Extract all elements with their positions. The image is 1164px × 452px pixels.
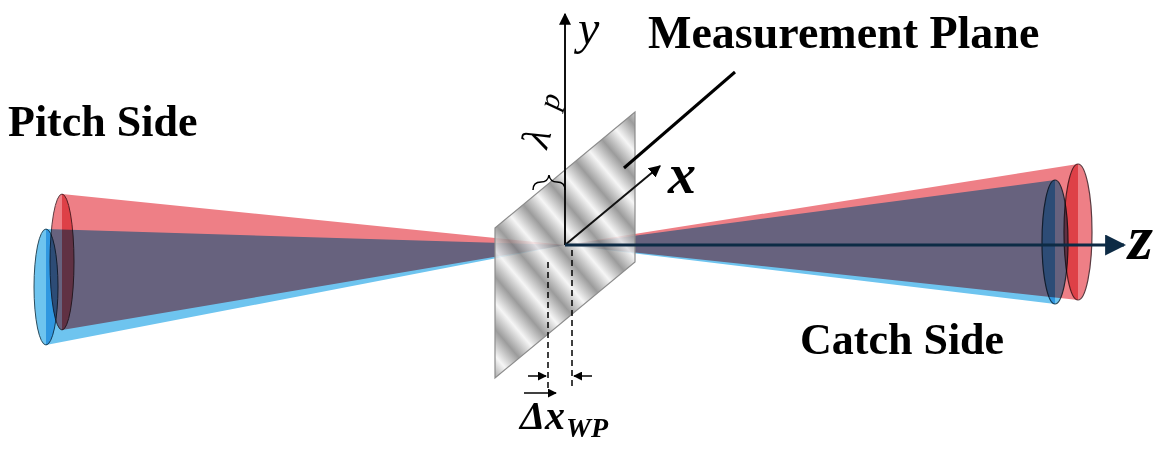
blue-beam xyxy=(46,229,565,345)
fringe-spacing-symbol: λ xyxy=(515,124,558,151)
blue-beam-end xyxy=(34,229,58,345)
offset-symbol: Δx xyxy=(520,396,565,436)
side-label: Catch Side xyxy=(800,318,1004,362)
blue-beam-end xyxy=(1042,180,1068,304)
axis-label: z xyxy=(1128,206,1153,270)
x-axis xyxy=(565,166,660,245)
axis-label: y xyxy=(578,4,599,52)
side-label: Pitch Side xyxy=(8,100,197,144)
z-axis xyxy=(565,244,1124,247)
y-axis xyxy=(564,14,566,245)
blue-beam xyxy=(565,180,1055,304)
plane-label: Measurement Plane xyxy=(648,10,1039,56)
fringe-brace xyxy=(533,175,565,190)
fringe-spacing-subscript: p xyxy=(533,90,566,112)
offset-subscript: WP xyxy=(566,414,608,442)
dashed-guide xyxy=(571,250,573,388)
axis-label: x xyxy=(668,146,696,202)
dashed-guide xyxy=(547,262,549,388)
vector-arrow xyxy=(524,392,556,394)
offset-arrow xyxy=(574,375,592,377)
offset-arrow xyxy=(528,375,546,377)
